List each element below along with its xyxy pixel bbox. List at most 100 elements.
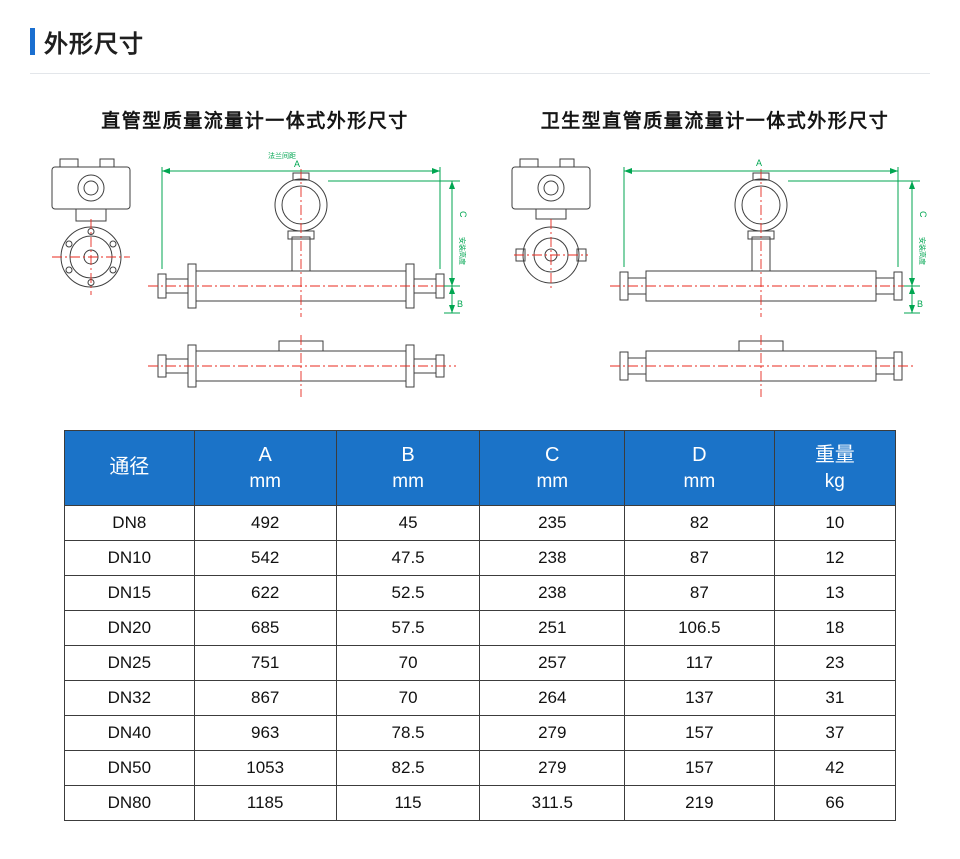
flowmeter-drawing-flanged-icon: A 法兰间距 C 安装高度 B <box>51 151 468 397</box>
dimension-lines-flanged: A 法兰间距 C 安装高度 B <box>161 151 468 314</box>
cell-value: 235 <box>479 504 626 541</box>
cell-value: 867 <box>193 679 337 716</box>
cell-value: 137 <box>624 679 775 716</box>
cell-diameter: DN8 <box>64 504 195 541</box>
cell-value: 622 <box>193 574 337 611</box>
dim-label-C: C <box>458 211 468 218</box>
cell-value: 66 <box>773 784 897 821</box>
cell-value: 82 <box>624 504 775 541</box>
cell-value: 47.5 <box>335 539 481 576</box>
cell-value: 115 <box>335 784 481 821</box>
figure-caption-flanged: 直管型质量流量计一体式外形尺寸 <box>101 111 409 132</box>
dim-label-A: A <box>294 159 300 169</box>
bottom-view-sanitary <box>610 335 916 397</box>
cell-value: 12 <box>773 539 897 576</box>
dim-label-A: A <box>756 158 762 168</box>
end-view-sanitary <box>511 158 591 291</box>
cell-value: 52.5 <box>335 574 481 611</box>
side-view-flanged <box>148 169 456 317</box>
dim-note-install-height: 安装高度 <box>458 237 467 265</box>
cell-value: 238 <box>479 539 626 576</box>
cell-value: 1053 <box>193 749 337 786</box>
cell-value: 279 <box>479 714 626 751</box>
page-title: 外形尺寸 <box>44 31 144 58</box>
dim-label-C: C <box>918 211 928 218</box>
cell-value: 42 <box>773 749 897 786</box>
cell-diameter: DN10 <box>64 539 195 576</box>
cell-value: 542 <box>193 539 337 576</box>
cell-value: 219 <box>624 784 775 821</box>
figure-sanitary: 卫生型直管质量流量计一体式外形尺寸 <box>496 106 934 412</box>
cell-value: 18 <box>773 609 897 646</box>
cell-value: 45 <box>335 504 481 541</box>
bottom-view-flanged <box>148 335 456 397</box>
side-view-sanitary <box>610 169 916 317</box>
cell-value: 963 <box>193 714 337 751</box>
cell-value: 1185 <box>193 784 337 821</box>
col-header-diameter: 通径 <box>64 430 195 506</box>
dim-label-B: B <box>917 299 923 309</box>
cell-diameter: DN40 <box>64 714 195 751</box>
cell-value: 311.5 <box>479 784 626 821</box>
cell-value: 251 <box>479 609 626 646</box>
end-view-flanged <box>51 158 131 295</box>
cell-value: 87 <box>624 539 775 576</box>
cell-value: 57.5 <box>335 609 481 646</box>
flowmeter-drawing-sanitary-icon: A C 安装高度 B <box>511 158 928 397</box>
cell-value: 157 <box>624 749 775 786</box>
dim-note-install-height: 安装高度 <box>918 237 927 265</box>
cell-value: 238 <box>479 574 626 611</box>
cell-value: 31 <box>773 679 897 716</box>
cell-diameter: DN25 <box>64 644 195 681</box>
cell-value: 751 <box>193 644 337 681</box>
cell-value: 70 <box>335 679 481 716</box>
title-accent-bar <box>30 28 35 55</box>
dimension-lines-sanitary: A C 安装高度 B <box>623 158 928 314</box>
cell-value: 37 <box>773 714 897 751</box>
figures-row: 直管型质量流量计一体式外形尺寸 <box>0 74 960 412</box>
cell-value: 492 <box>193 504 337 541</box>
cell-value: 685 <box>193 609 337 646</box>
cell-value: 13 <box>773 574 897 611</box>
cell-diameter: DN20 <box>64 609 195 646</box>
dim-note-flange-spacing: 法兰间距 <box>268 151 296 160</box>
cell-value: 10 <box>773 504 897 541</box>
figure-caption-sanitary: 卫生型直管质量流量计一体式外形尺寸 <box>540 111 890 132</box>
cell-value: 78.5 <box>335 714 481 751</box>
cell-value: 257 <box>479 644 626 681</box>
cell-diameter: DN32 <box>64 679 195 716</box>
cell-value: 157 <box>624 714 775 751</box>
cell-value: 70 <box>335 644 481 681</box>
cell-diameter: DN50 <box>64 749 195 786</box>
cell-diameter: DN15 <box>64 574 195 611</box>
dim-label-B: B <box>457 299 463 309</box>
cell-value: 117 <box>624 644 775 681</box>
cell-value: 87 <box>624 574 775 611</box>
figure-flanged: 直管型质量流量计一体式外形尺寸 <box>36 106 474 412</box>
cell-diameter: DN80 <box>64 784 195 821</box>
cell-value: 106.5 <box>624 609 775 646</box>
page-header: 外形尺寸 <box>0 0 960 59</box>
cell-value: 23 <box>773 644 897 681</box>
cell-value: 82.5 <box>335 749 481 786</box>
cell-value: 264 <box>479 679 626 716</box>
cell-value: 279 <box>479 749 626 786</box>
header-divider <box>30 73 930 74</box>
